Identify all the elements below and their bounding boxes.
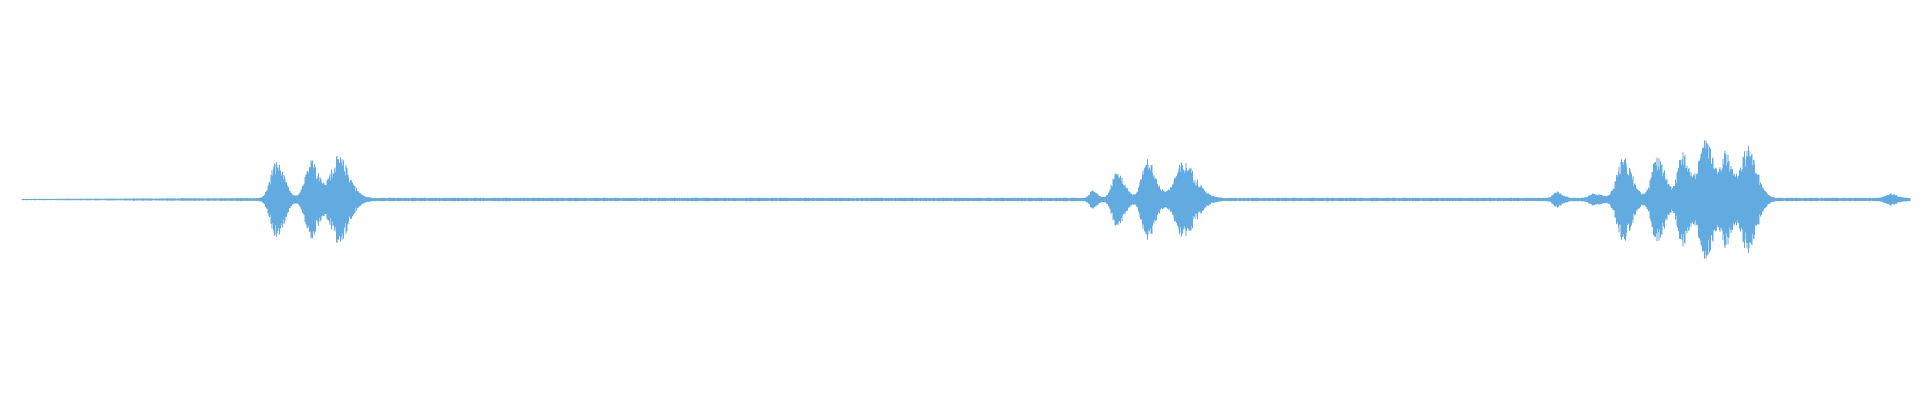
waveform-amplitude-envelope [21,140,1911,259]
